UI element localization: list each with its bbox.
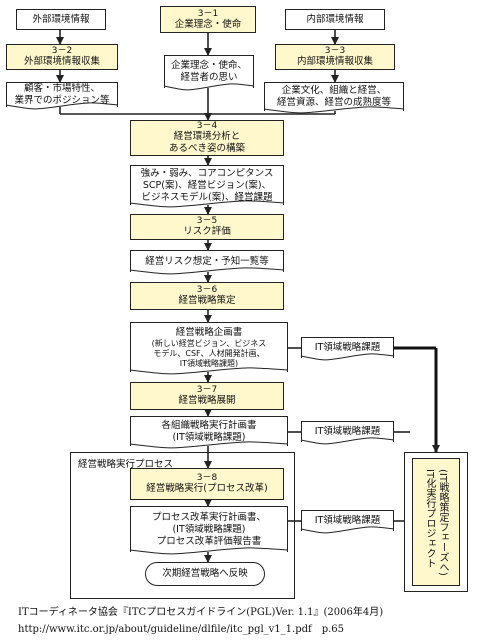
step-3-7-box: 3－7 経営戦略展開 (130, 382, 284, 410)
it-project-frame (404, 452, 468, 592)
step-label: 経営環境分析と あるべき姿の構築 (168, 131, 245, 154)
step-number: 3－2 (51, 46, 73, 56)
step-label: 外部環境情報収集 (23, 56, 100, 67)
it-project-box: (IT戦略策定フェーズへ) IT化実行プロジェクト (412, 458, 460, 586)
step-number: 3－6 (196, 285, 218, 295)
step-label: 内部環境情報収集 (296, 56, 373, 67)
step-label: リスク評価 (183, 226, 231, 237)
analysis-output-doc: 強み・弱み、コアコンピタンス SCP(案)、経営ビジョン(案)、 ビジネスモデル… (130, 165, 284, 205)
step-number: 3－7 (196, 385, 218, 395)
external-info-label: 外部環境情報 (32, 13, 90, 25)
internal-info-label: 内部環境情報 (306, 13, 364, 25)
external-output-doc: 顧客・市場特性、 業界でのポジション等 (6, 82, 118, 107)
execution-process-label: 経営戦略実行プロセス (78, 459, 174, 470)
it-project-label: (IT戦略策定フェーズへ) IT化実行プロジェクト (424, 468, 448, 576)
step-label: 経営戦略策定 (178, 295, 236, 306)
source-url: http://www.itc.or.jp/about/guideline/dlf… (18, 624, 345, 635)
strategy-plan-doc: 経営戦略企画書 (新しい経営ビジョン、ビジネス モデル、CSF、人材開発計画、 … (130, 322, 288, 372)
document-text: IT領域戦略課題 (314, 515, 381, 526)
process-plan-doc: プロセス改革実行計画書、 (IT領域戦略課題) プロセス改革評価報告書 (130, 506, 288, 552)
step-number: 3－3 (324, 46, 346, 56)
document-text: 経営リスク想定・予知一覧等 (145, 255, 269, 267)
document-title: 経営戦略企画書 (175, 326, 243, 338)
step-3-3-box: 3－3 内部環境情報収集 (275, 44, 395, 70)
document-text: プロセス改革実行計画書、 (IT領域戦略課題) プロセス改革評価報告書 (151, 511, 266, 547)
step-label: 企業理念・使命 (174, 18, 242, 30)
document-text: 強み・弱み、コアコンピタンス SCP(案)、経営ビジョン(案)、 ビジネスモデル… (140, 167, 274, 203)
org-plan-doc: 各組織戦略実行計画書 (IT領域戦略課題) (130, 416, 288, 446)
document-text: IT領域戦略課題 (314, 426, 381, 437)
document-text: 企業理念・使命、 経営者の思い (170, 60, 247, 83)
document-text: IT領域戦略課題 (314, 342, 381, 353)
execution-process-frame (70, 452, 295, 599)
step-label: 経営戦略展開 (178, 395, 236, 406)
source-citation: ITコーディネータ協会『ITCプロセスガイドライン(PGL)Ver. 1.1』(… (18, 607, 384, 618)
document-text: 顧客・市場特性、 業界でのポジション等 (14, 83, 110, 106)
document-text: 各組織戦略実行計画書 (IT領域戦略課題) (161, 419, 257, 443)
step-3-1-box: 3－1 企業理念・使命 (160, 6, 256, 33)
step-label: 経営戦略実行(プロセス改革) (146, 483, 268, 494)
step-3-2-box: 3－2 外部環境情報収集 (6, 44, 118, 70)
document-text: 企業文化、組織と経営、 経営資源、経営の成熟度等 (276, 85, 391, 108)
document-text: (新しい経営ビジョン、ビジネス モデル、CSF、人材開発計画、 IT領域戦略課題… (151, 338, 267, 368)
step-3-8-box: 3－8 経営戦略実行(プロセス改革) (130, 468, 284, 500)
step-number: 3－5 (196, 216, 218, 226)
it-issue-doc-3: IT領域戦略課題 (301, 510, 394, 531)
external-info-box: 外部環境情報 (16, 9, 106, 30)
next-strategy-terminal: 次期経営戦略へ反映 (145, 562, 265, 586)
step-number: 3－8 (196, 473, 218, 483)
risk-output-doc: 経営リスク想定・予知一覧等 (130, 250, 284, 272)
internal-info-box: 内部環境情報 (285, 9, 385, 30)
step-3-4-box: 3－4 経営環境分析と あるべき姿の構築 (130, 120, 284, 156)
step-3-5-box: 3－5 リスク評価 (130, 214, 284, 240)
it-issue-doc-2: IT領域戦略課題 (301, 421, 394, 442)
step-number: 3－1 (197, 8, 219, 19)
it-issue-doc-1: IT領域戦略課題 (301, 337, 394, 358)
terminal-label: 次期経営戦略へ反映 (162, 568, 248, 579)
step-3-6-box: 3－6 経営戦略策定 (130, 282, 284, 310)
step-number: 3－4 (196, 121, 218, 131)
internal-output-doc: 企業文化、組織と経営、 経営資源、経営の成熟度等 (264, 82, 404, 111)
philosophy-output-doc: 企業理念・使命、 経営者の思い (164, 55, 254, 88)
